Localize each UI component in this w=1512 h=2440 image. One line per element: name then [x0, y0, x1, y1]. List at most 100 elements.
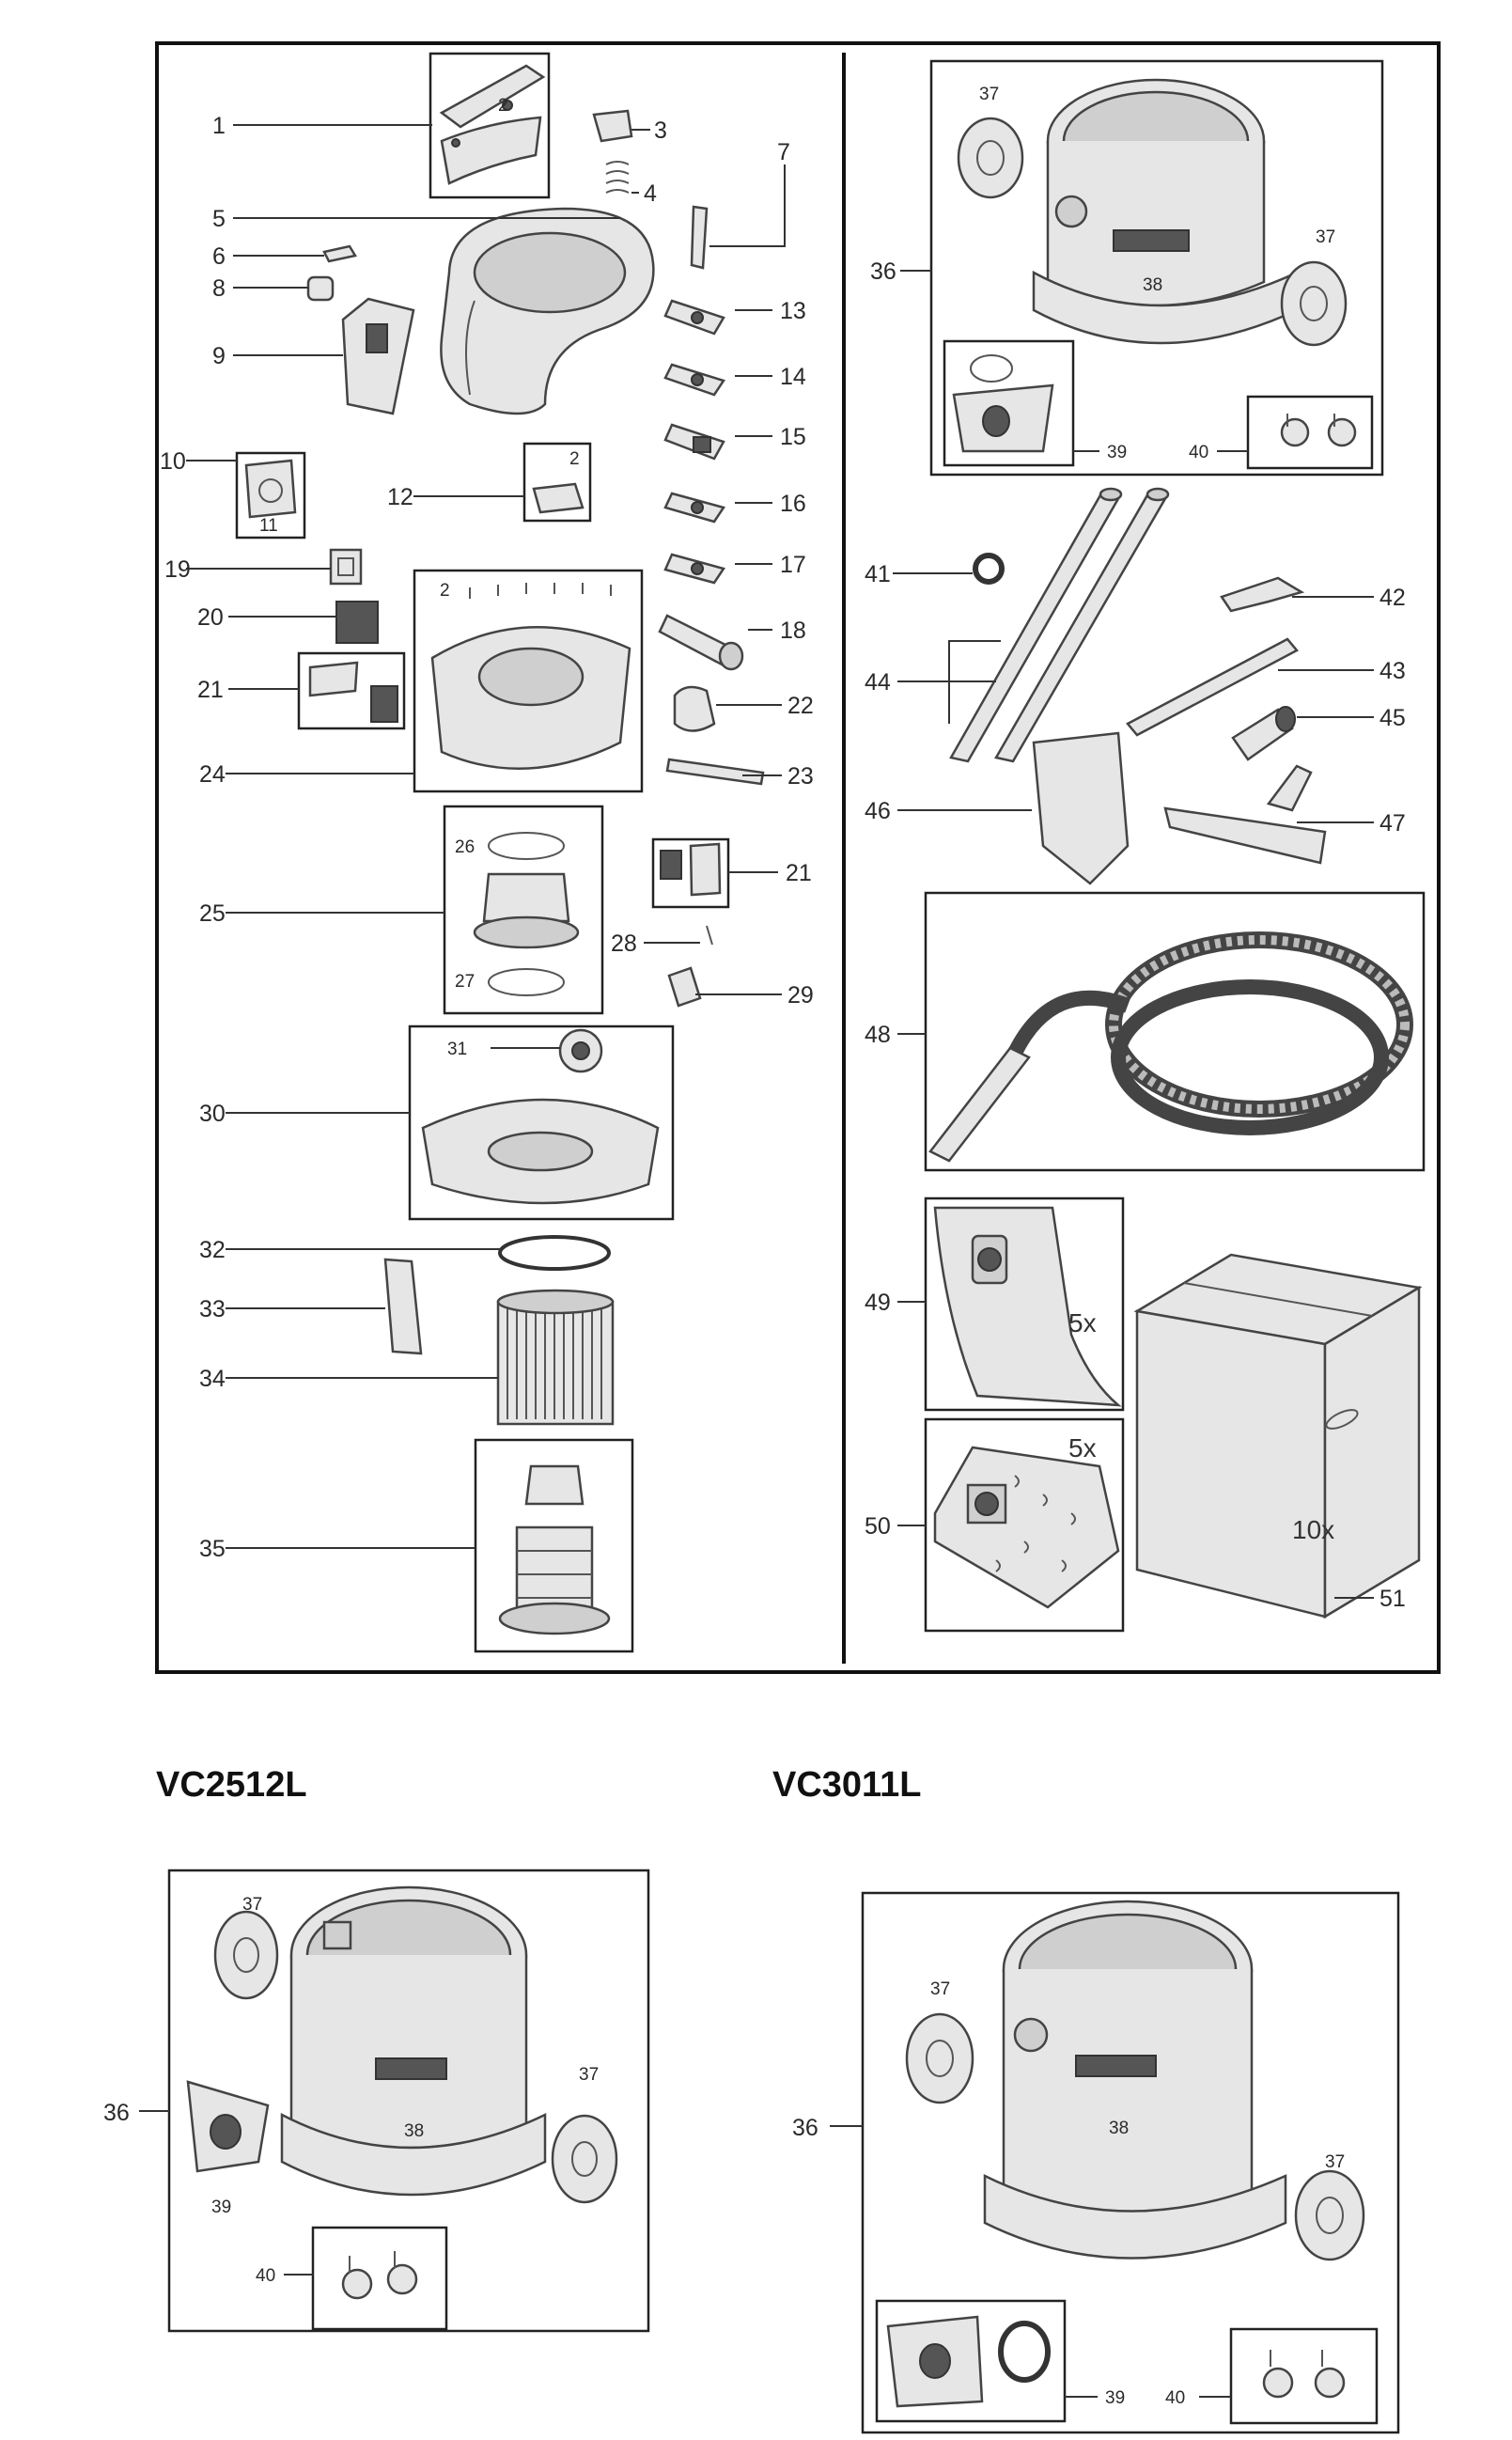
label-39-main: 39 [1107, 443, 1127, 462]
label-40-vc3011l: 40 [1165, 2388, 1185, 2408]
part-19-gasket [329, 548, 363, 586]
label-11: 11 [259, 516, 278, 536]
part-23-brush [665, 758, 765, 786]
part-44-extension-tubes [949, 487, 1170, 763]
model-title-vc2512l: VC2512L [156, 1765, 307, 1805]
label-37b-vc2512l: 37 [579, 2065, 599, 2085]
part-3-clip [592, 109, 633, 143]
part-39-inlet-vc3011l [875, 2299, 1067, 2423]
part-21-filter-switch-right [651, 837, 730, 909]
label-31: 31 [447, 1040, 467, 1059]
part-45-adapter [1231, 706, 1296, 761]
part-43-crevice-tool [1126, 637, 1299, 737]
part-46-tool-holder [1032, 731, 1130, 885]
label-21a: 21 [197, 677, 224, 703]
label-30: 30 [199, 1101, 226, 1127]
label-48: 48 [865, 1022, 891, 1048]
part-40-castors-vc2512l [311, 2226, 448, 2331]
label-40-vc2512l: 40 [256, 2266, 275, 2286]
label-38-vc3011l: 38 [1109, 2119, 1129, 2138]
part-17-plug [663, 553, 726, 585]
label-2b: 2 [569, 449, 580, 469]
label-16: 16 [780, 491, 806, 517]
label-40-main: 40 [1189, 443, 1208, 462]
label-37a-main: 37 [979, 85, 999, 104]
part-40-castors-vc3011l [1229, 2327, 1379, 2425]
part-37-wheel-left-vc3011l [905, 2012, 974, 2104]
label-45: 45 [1380, 705, 1406, 731]
label-37b-vc3011l: 37 [1325, 2152, 1345, 2172]
label-38-vc2512l: 38 [404, 2121, 424, 2141]
part-41-clip [973, 553, 1005, 585]
label-28: 28 [611, 931, 637, 957]
label-50: 50 [865, 1513, 891, 1540]
label-36-vc3011l: 36 [792, 2115, 818, 2141]
vc3011l-container-detail [861, 1891, 1400, 2434]
carton-quantity: 10x [1292, 1515, 1334, 1544]
label-47: 47 [1380, 810, 1406, 837]
part-4-spring [605, 161, 630, 194]
label-2a: 2 [498, 96, 508, 116]
part-22-cable-clip [673, 685, 716, 732]
label-37b-main: 37 [1316, 227, 1335, 247]
part-39-inlet-main [943, 339, 1075, 467]
part-12-bracket [522, 442, 592, 523]
label-20: 20 [197, 604, 224, 631]
bag-fleece-quantity: 5x [1068, 1433, 1097, 1462]
part-47-floor-nozzle [1163, 764, 1327, 865]
part-14-plug [663, 363, 725, 397]
label-19: 19 [164, 556, 191, 583]
label-37a-vc2512l: 37 [242, 1895, 262, 1915]
part-40-castors-main [1246, 395, 1374, 470]
label-22: 22 [787, 693, 814, 719]
label-49: 49 [865, 1290, 891, 1316]
part-8-bushing [306, 275, 335, 302]
part-18-connector [658, 614, 744, 671]
label-26: 26 [455, 837, 475, 857]
part-16-plug [663, 492, 726, 524]
label-5: 5 [212, 206, 226, 232]
part-37-wheel-right-vc3011l [1294, 2169, 1365, 2261]
label-15: 15 [780, 424, 806, 450]
label-32: 32 [199, 1237, 226, 1263]
part-1-handle [429, 52, 551, 199]
part-21-filter-switch-left [297, 651, 406, 730]
label-36-vc2512l: 36 [103, 2100, 130, 2126]
label-34: 34 [199, 1366, 226, 1392]
part-28-pin [706, 925, 713, 946]
label-24: 24 [199, 761, 226, 788]
part-25-motor [443, 805, 604, 1015]
label-39-vc2512l: 39 [211, 2198, 231, 2217]
label-29: 29 [787, 982, 814, 1009]
part-36-container-main [929, 59, 1384, 477]
label-39-vc3011l: 39 [1105, 2388, 1125, 2408]
label-33: 33 [199, 1296, 226, 1322]
part-32-seal-ring [498, 1235, 611, 1271]
label-42: 42 [1380, 585, 1406, 611]
part-7-cable-hook [690, 205, 709, 270]
part-42-upholstery-nozzle [1220, 576, 1305, 613]
label-8: 8 [212, 275, 226, 302]
part-33-flap [383, 1258, 423, 1355]
label-21b: 21 [786, 860, 812, 886]
part-48-hose [924, 891, 1426, 1172]
vc2512l-container-detail [167, 1869, 650, 2333]
label-23: 23 [787, 763, 814, 790]
part-13-plug [663, 299, 725, 336]
label-27: 27 [455, 972, 475, 992]
part-30-base-plate [408, 1024, 675, 1221]
part-15-plug [663, 423, 725, 461]
part-29-valve [667, 966, 702, 1008]
part-6-latch [322, 244, 357, 263]
label-6: 6 [212, 243, 226, 270]
label-1: 1 [212, 113, 226, 139]
part-24-motor-housing: 2 [413, 569, 644, 793]
label-7: 7 [777, 139, 790, 165]
label-41: 41 [865, 561, 891, 587]
label-3: 3 [654, 117, 667, 144]
part-39-inlet-vc2512l [186, 2080, 270, 2173]
bag-paper-quantity: 5x [1068, 1308, 1097, 1337]
label-25: 25 [199, 900, 226, 927]
label-12: 12 [387, 484, 413, 510]
